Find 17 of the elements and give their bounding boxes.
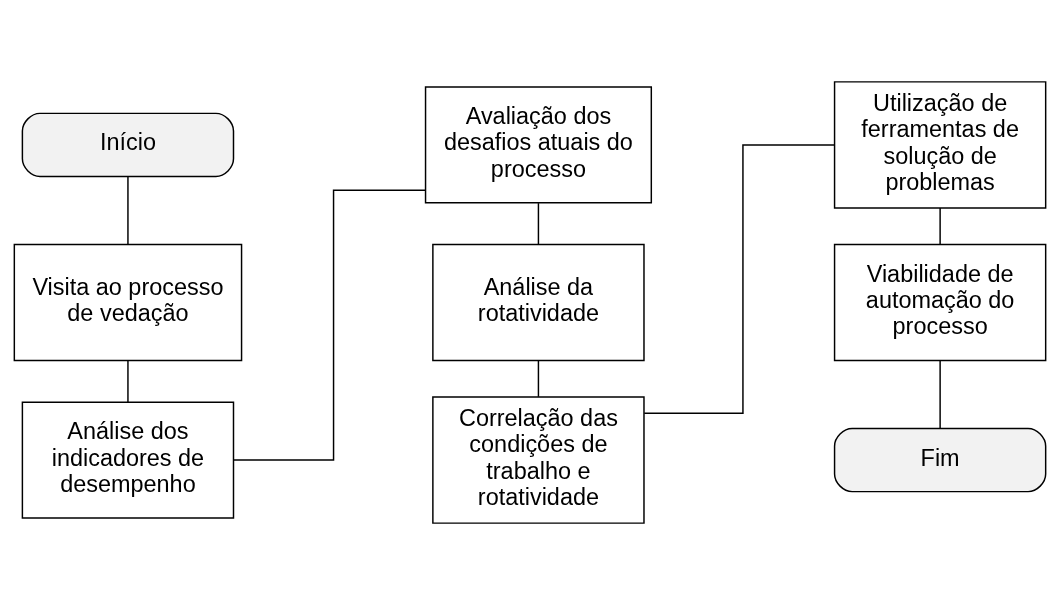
connector <box>537 360 540 398</box>
node-box: Correlação das condições de trabalho e rotatividade <box>432 396 645 524</box>
connector <box>939 360 941 429</box>
connector <box>537 202 540 246</box>
node-box: Utilização de ferramentas de solução de problemas <box>833 81 1047 209</box>
connector <box>127 176 129 246</box>
connector <box>939 207 941 246</box>
node-box: Visita ao processo de vedação <box>13 243 243 362</box>
node-box: Viabilidade de automação do processo <box>833 243 1047 362</box>
node-box: Avaliação dos desafios atuais do processo <box>424 86 653 204</box>
node-box: Análise dos indicadores de desempenho <box>21 401 235 519</box>
connector <box>127 360 129 403</box>
connector <box>643 144 835 414</box>
connector <box>233 189 426 461</box>
node-box: Início <box>21 112 235 178</box>
node-box: Fim <box>833 427 1047 493</box>
node-box: Análise da rotatividade <box>432 243 645 362</box>
